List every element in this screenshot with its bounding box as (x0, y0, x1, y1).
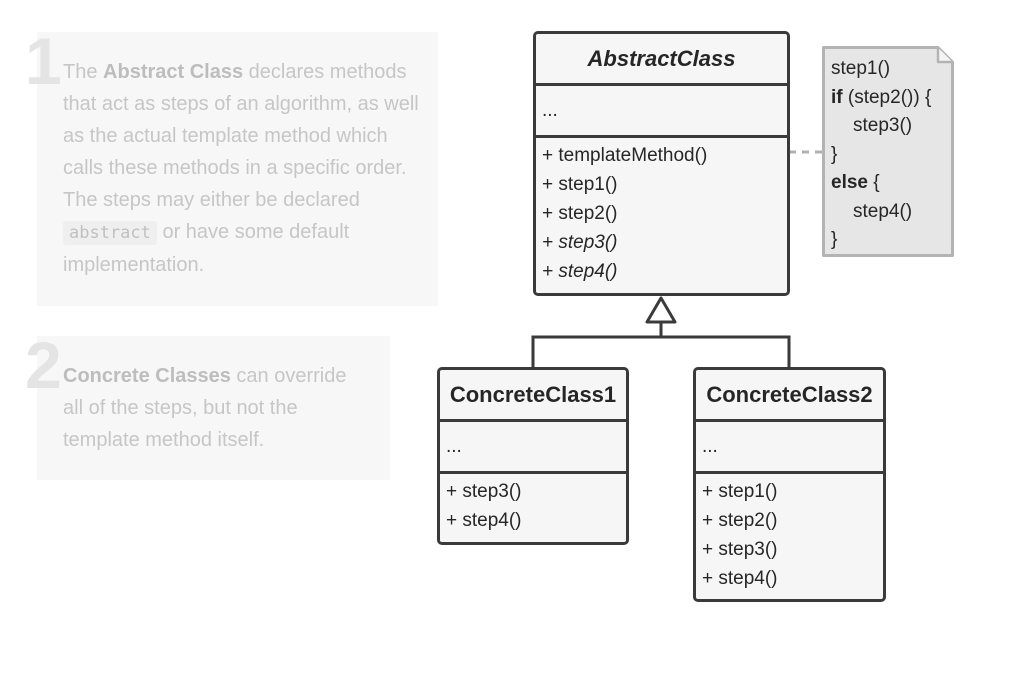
code-line: step1() (831, 58, 891, 79)
class-methods: + step3() + step4() (440, 474, 626, 535)
method-step1: + step1() (542, 174, 618, 195)
explanation-note-1: 1 The Abstract Class declares methods th… (25, 28, 438, 306)
class-methods: + step1() + step2() + step3() + step4() (696, 474, 883, 593)
method-step3: + step3() (702, 539, 778, 560)
note-paper-shape (822, 46, 954, 257)
class-fields: ... (440, 422, 626, 474)
template-method-code-note: step1() if (step2()) { step3() } else { … (822, 46, 954, 257)
method-step2: + step2() (542, 203, 618, 224)
method-step2: + step2() (702, 510, 778, 531)
abstract-class-box: AbstractClass ... + templateMethod() + s… (533, 31, 790, 296)
method-step4: + step4() (542, 261, 618, 282)
class-name: AbstractClass (536, 34, 787, 86)
method-step1: + step1() (702, 481, 778, 502)
concrete-class-1-box: ConcreteClass1 ... + step3() + step4() (437, 367, 629, 545)
explanation-note-2: 2 Concrete Classes can override all of t… (25, 332, 390, 480)
code-line: } (831, 229, 838, 250)
note-number: 2 (25, 328, 62, 402)
concrete-classes-term: Concrete Classes (63, 365, 231, 387)
method-step4: + step4() (702, 568, 778, 589)
note-number: 1 (25, 24, 62, 98)
note-text: Concrete Classes can override all of the… (63, 365, 347, 451)
code-line: step3() (853, 115, 913, 136)
inheritance-line (531, 335, 791, 368)
generalization-arrowhead (645, 296, 677, 324)
note-text: The Abstract Class declares methods that… (63, 61, 419, 276)
code-line: else { (831, 172, 880, 193)
class-fields: ... (536, 86, 787, 138)
concrete-class-2-box: ConcreteClass2 ... + step1() + step2() +… (693, 367, 886, 602)
abstract-class-term: Abstract Class (103, 61, 244, 83)
class-methods: + templateMethod() + step1() + step2() +… (536, 138, 787, 286)
class-fields: ... (696, 422, 883, 474)
class-name: ConcreteClass2 (696, 370, 883, 422)
method-template-method: + templateMethod() (542, 145, 708, 166)
code-line: step4() (853, 200, 913, 222)
class-name: ConcreteClass1 (440, 370, 626, 422)
abstract-keyword: abstract (63, 221, 157, 245)
code-lines: step1() if (step2()) { step3() } else { … (831, 55, 931, 255)
code-line: } (831, 143, 838, 165)
method-step3: + step3() (446, 481, 522, 502)
code-line: if (step2()) { (831, 86, 932, 108)
method-step4: + step4() (446, 510, 522, 531)
method-step3: + step3() (542, 232, 618, 253)
